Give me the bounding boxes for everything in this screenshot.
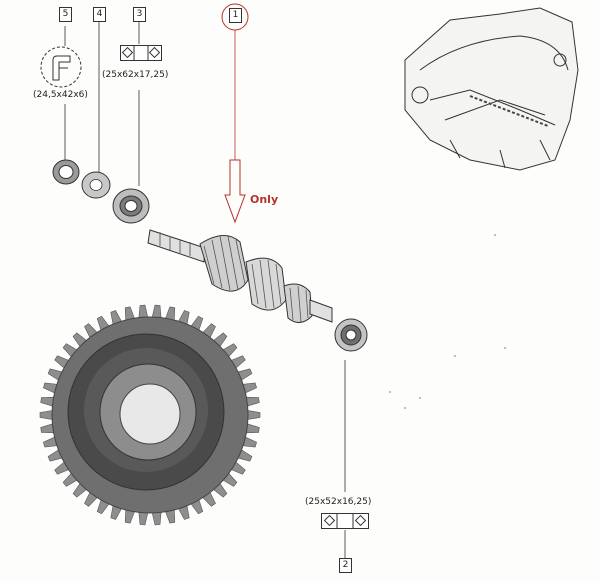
leader-lines xyxy=(64,22,346,558)
callout-2: 2 xyxy=(339,558,352,573)
callout-1: 1 xyxy=(229,8,242,23)
gearbox-housing-illustration xyxy=(404,7,579,171)
rear-bearing-part xyxy=(334,318,368,352)
front-bearing-part xyxy=(112,188,150,224)
callout-4: 4 xyxy=(93,7,106,22)
rear-bearing-dimensions: (25x52x16,25) xyxy=(305,497,372,507)
bearing-symbol-icon xyxy=(120,45,162,61)
oil-seal-icon xyxy=(40,46,82,88)
callout-1-highlight xyxy=(221,3,249,224)
only-annotation: Only xyxy=(250,193,279,206)
background-marks xyxy=(389,234,506,409)
seal-part xyxy=(52,159,80,185)
front-bearing-dimensions: (25x62x17,25) xyxy=(102,70,169,80)
washer-part xyxy=(81,171,111,199)
callout-5: 5 xyxy=(59,7,72,22)
callout-3: 3 xyxy=(133,7,146,22)
seal-dimensions: (24,5x42x6) xyxy=(33,90,88,100)
bearing-symbol-icon xyxy=(321,513,369,529)
input-shaft-part xyxy=(147,229,333,323)
gear-photo xyxy=(39,304,261,526)
